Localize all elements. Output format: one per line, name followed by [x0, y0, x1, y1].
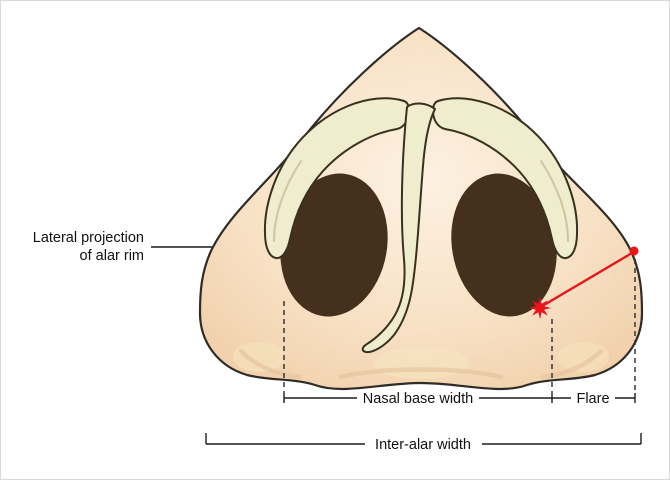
columella-base-shading — [373, 347, 469, 379]
alar-crease-right — [540, 348, 604, 380]
left-nostril — [280, 173, 388, 317]
alar-crease-left — [238, 348, 302, 380]
nasal-base-width-label: Nasal base width — [363, 391, 473, 407]
right-lateral-crus-cartilage — [432, 97, 579, 260]
flare-line — [543, 251, 633, 307]
alar-shading-left — [233, 342, 285, 372]
flare-label: Flare — [576, 391, 609, 407]
flare-measure: Flare — [552, 391, 636, 407]
inter-alar-width-measure: Inter-alar width — [205, 433, 642, 453]
flare-burst-icon — [529, 297, 551, 319]
lateral-projection-label-line1: Lateral projection — [33, 230, 144, 246]
columella-cartilage — [361, 102, 436, 354]
alar-shading-right — [557, 342, 609, 372]
lateral-projection-label-line2: of alar rim — [80, 248, 144, 264]
base-crease-shading — [338, 367, 504, 380]
alar-rim-point-dot — [629, 246, 639, 256]
right-nostril — [451, 173, 557, 317]
cartilage-shadow-line-left — [273, 160, 302, 242]
nasal-base-width-measure: Nasal base width — [283, 391, 553, 407]
inter-alar-width-label: Inter-alar width — [375, 437, 471, 453]
cartilage-shadow-line-right — [540, 160, 569, 242]
